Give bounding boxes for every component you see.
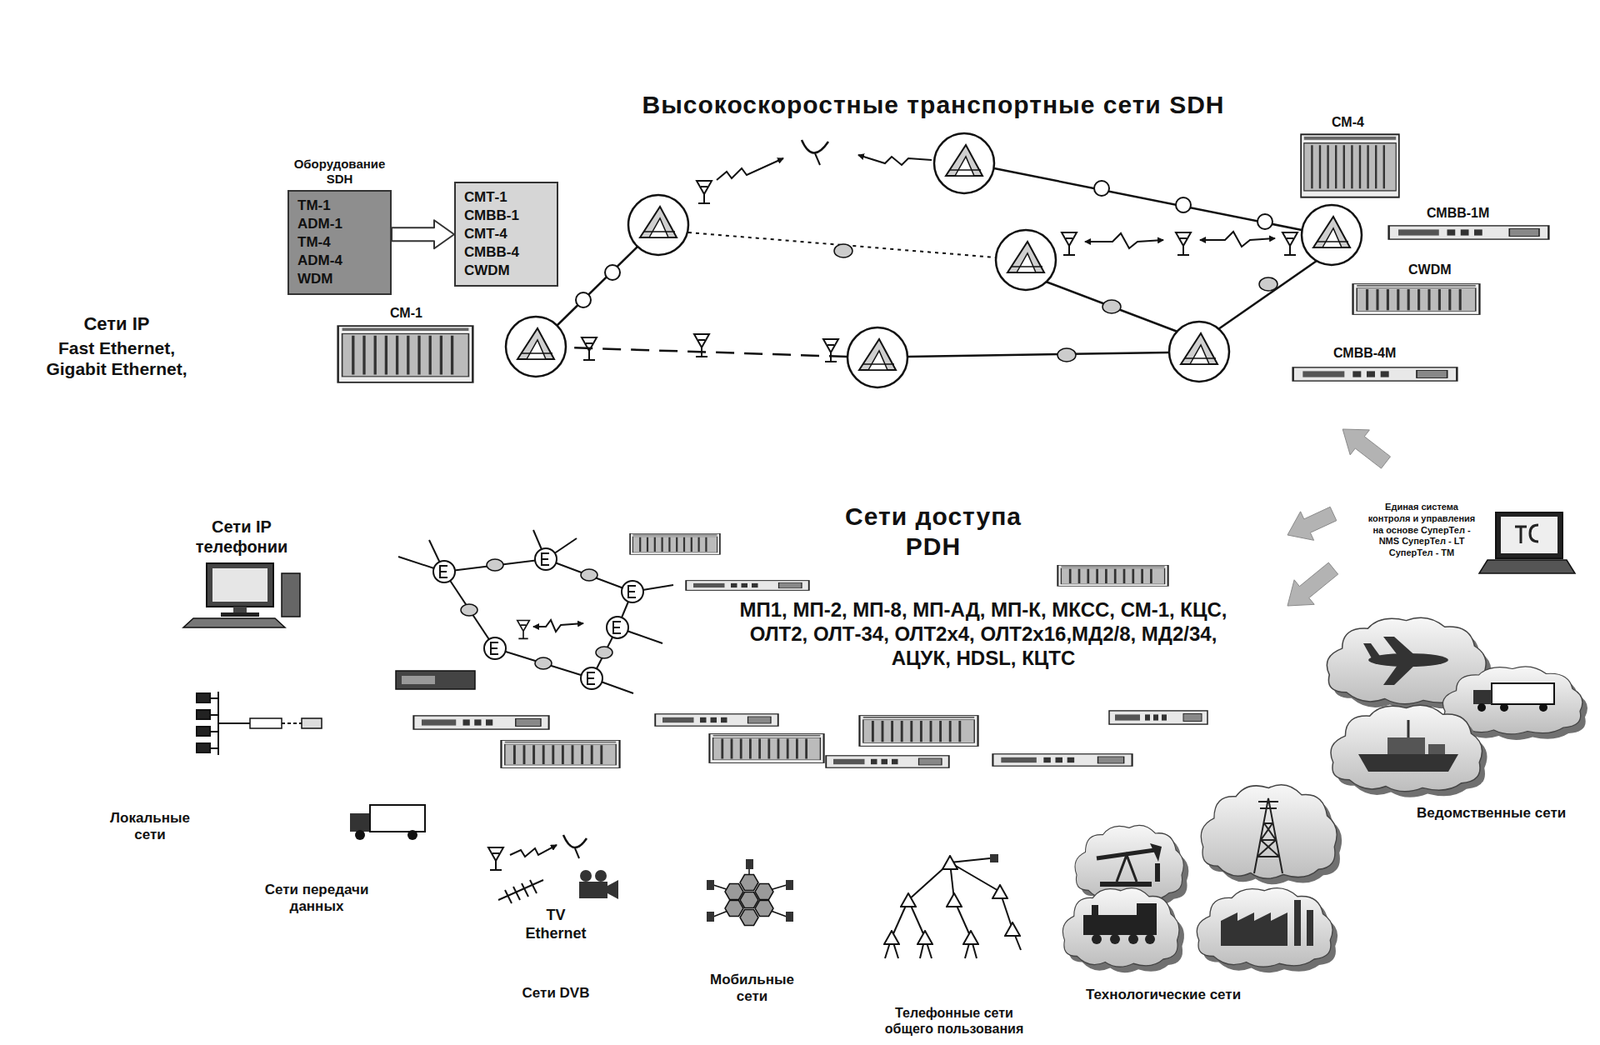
sdh-ring <box>505 133 1362 388</box>
cloud-text: TV Ethernet <box>519 906 593 943</box>
cloud-title: Сети IP телефонии <box>170 516 313 557</box>
truck-icon <box>350 805 425 840</box>
device-label: CWDM <box>1408 261 1452 278</box>
text-slot: CWDM <box>1408 261 1452 278</box>
cloud-outline <box>658 837 846 971</box>
cloud-title: Высокоскоростные транспортные сети SDH <box>516 90 1350 120</box>
text-slot: Сети DVB <box>497 985 615 1002</box>
hollow-arrow <box>391 220 455 249</box>
lan-cloud: Локальные сети <box>154 666 359 788</box>
cloud-outline <box>1333 462 1596 634</box>
transport-icons <box>1358 636 1555 772</box>
group-heading: Оборудование SDH <box>287 156 392 187</box>
text-slot: СМВВ-1М <box>1426 205 1490 221</box>
nms-cloud: Единая система контроля и управления на … <box>1333 462 1596 634</box>
device-label: СМВВ-1М <box>1426 205 1490 221</box>
access-cloud: Сети доступа PDH МП1, МП-2, МП-8, МП-АД, … <box>337 470 1288 809</box>
cloud-outline <box>450 816 655 980</box>
control-arrow <box>1342 429 1390 469</box>
sdh-cloud: Высокоскоростные транспортные сети SDH Об… <box>208 8 1592 430</box>
sdh-devices <box>338 134 1550 383</box>
dvb-icons <box>488 835 619 904</box>
text-slot: Сети IP телефонии <box>170 516 313 557</box>
text-slot: СМ-4 <box>1331 114 1365 130</box>
text-slot: TV Ethernet <box>519 906 593 943</box>
cloud-outline <box>847 825 1060 1005</box>
cloud-text: Fast Ethernet, Gigabit Ethernet, <box>33 337 200 380</box>
equipment-box: СМТ-1 СМВВ-1 СМТ-4 СМВВ-4 CWDM <box>454 181 559 287</box>
industry-icons <box>1083 798 1314 946</box>
text-slot: Технологические сети <box>1085 986 1241 1004</box>
data-network-cloud: Сети передачи данных <box>316 785 471 870</box>
equipment-group: Оборудование SDHTM-1 ADM-1 TM-4 ADM-4 WD… <box>287 156 392 295</box>
text-slot: Единая система контроля и управления на … <box>1363 501 1480 560</box>
text-slot: Сети IP <box>33 313 200 335</box>
control-arrow <box>1287 506 1337 540</box>
cloud-caption: Локальные сети <box>104 810 196 845</box>
cloud-caption: Мобильные сети <box>700 971 805 1006</box>
cloud-outline <box>316 785 471 870</box>
laptop-icon <box>1479 512 1575 574</box>
small-clouds <box>1062 617 1588 973</box>
cloud-caption: Сети передачи данных <box>241 881 392 916</box>
lan-icon <box>196 691 322 755</box>
cellular-icon <box>706 859 794 926</box>
text-slot: Сети доступа PDH <box>825 501 1042 562</box>
cloud-title: Сети IP <box>33 313 200 335</box>
pdh-network <box>395 530 1208 768</box>
equipment-list: МП1, МП-2, МП-8, МП-АД, МП-К, МКСС, СМ-1… <box>725 598 1242 670</box>
text-slot: СМВВ-4М <box>1333 345 1396 361</box>
device-label: СМ-4 <box>1331 114 1365 130</box>
group-label: Ведомственные сети <box>1416 805 1566 822</box>
dvb-cloud: TV EthernetСети DVB <box>450 816 655 980</box>
text-slot: Локальные сети <box>104 810 196 845</box>
equipment-list: СМТ-1 СМВВ-1 СМТ-4 СМВВ-4 CWDM <box>464 188 532 280</box>
mobile-cloud: Мобильные сети <box>658 837 846 971</box>
cloud-outline <box>112 487 371 655</box>
text-slot: Мобильные сети <box>700 971 805 1006</box>
cloud-title: Сети доступа PDH <box>825 501 1042 562</box>
computer-icon <box>183 563 300 628</box>
group-label: Технологические сети <box>1085 986 1241 1004</box>
device-label: СМ-1 <box>390 305 423 321</box>
cloud-outline <box>208 8 1592 430</box>
text-slot: Телефонные сети общего пользования <box>875 1005 1034 1037</box>
cloud-caption: Сети DVB <box>497 985 615 1002</box>
control-arrow <box>1287 562 1339 606</box>
text-slot: МП1, МП-2, МП-8, МП-АД, МП-К, МКСС, СМ-1… <box>725 598 1242 670</box>
cloud-outline <box>154 666 359 788</box>
pstn-cloud: Телефонные сети общего пользования <box>847 825 1060 1005</box>
text-slot: Fast Ethernet, Gigabit Ethernet, <box>33 337 200 380</box>
ip-cloud: Сети IPFast Ethernet, Gigabit Ethernet, <box>0 275 271 434</box>
ip-telephony-cloud: Сети IP телефонии <box>112 487 371 655</box>
device-label: СМВВ-4М <box>1333 345 1396 361</box>
text-slot: СМ-1 <box>390 305 423 321</box>
text-slot: Ведомственные сети <box>1416 805 1566 822</box>
cloud-caption: Телефонные сети общего пользования <box>875 1005 1034 1037</box>
text-slot: Высокоскоростные транспортные сети SDH <box>516 90 1350 120</box>
cloud-text: Единая система контроля и управления на … <box>1363 501 1480 560</box>
text-slot: Сети передачи данных <box>241 881 392 916</box>
pstn-tree <box>884 854 1021 959</box>
equipment-list: TM-1 ADM-1 TM-4 ADM-4 WDM <box>287 190 392 295</box>
